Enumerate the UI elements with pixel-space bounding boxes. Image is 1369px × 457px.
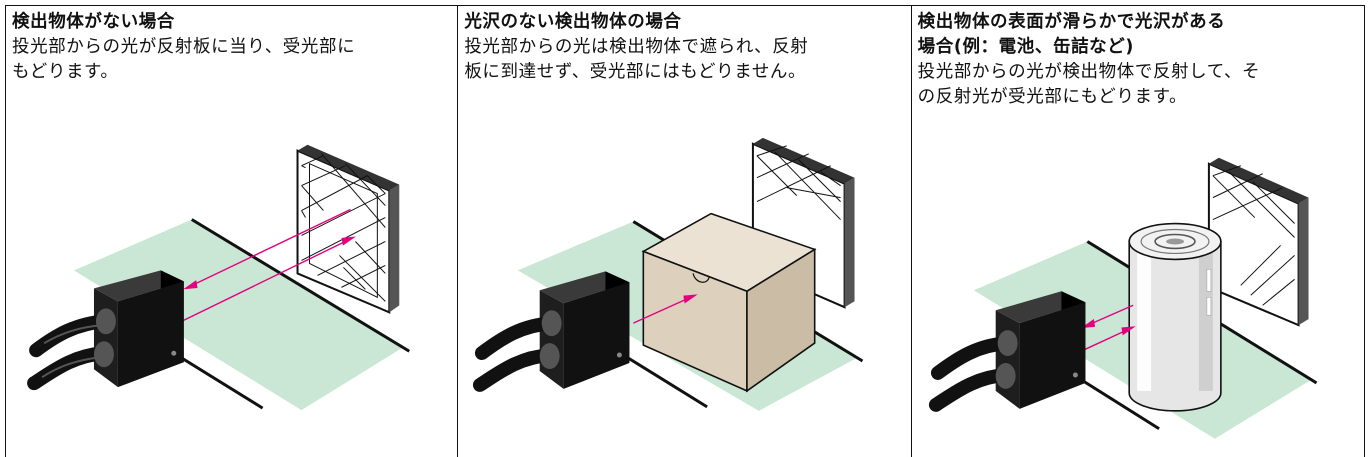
illustration-glossy-object: [928, 157, 1317, 439]
panel-title: 検出物体の表面が滑らかで光沢がある: [917, 12, 1226, 32]
tin-can-icon: [1128, 222, 1222, 412]
panel-title: 場合(例：電池、缶詰など): [917, 37, 1134, 57]
photoelectric-sensor-icon: [928, 291, 1086, 412]
floor: [74, 219, 404, 411]
reflector-panel-icon: [1207, 157, 1309, 327]
panel-description-line: 投光部からの光が検出物体で反射して、そ: [917, 62, 1261, 82]
panel-description-line: もどります。: [12, 62, 119, 82]
panel-description-line: の反射光が受光部にもどります。: [917, 87, 1188, 107]
cardboard-box-icon: [641, 212, 817, 393]
illustration-no-object: [27, 144, 411, 411]
panel-description-line: 投光部からの光が反射板に当り、受光部に: [12, 37, 356, 57]
panel-text: 検出物体がない場合 投光部からの光が反射板に当り、受光部に もどります。: [12, 10, 451, 85]
floor-edge-line: [190, 218, 411, 353]
panel-no-object: 検出物体がない場合 投光部からの光が反射板に当り、受光部に もどります。: [6, 6, 457, 457]
panel-text: 検出物体の表面が滑らかで光沢がある 場合(例：電池、缶詰など) 投光部からの光が…: [918, 10, 1358, 110]
light-beam: [633, 294, 698, 324]
panel-description-line: 投光部からの光は検出物体で遮られ、反射: [464, 37, 809, 57]
light-beam: [1080, 304, 1136, 352]
panel-matte-object: 光沢のない検出物体の場合 投光部からの光は検出物体で遮られ、反射 板に到達せず、…: [457, 6, 910, 457]
diagram-frame: 検出物体がない場合 投光部からの光が反射板に当り、受光部に もどります。: [5, 5, 1365, 457]
photoelectric-sensor-icon: [27, 270, 184, 391]
panel-text: 光沢のない検出物体の場合 投光部からの光は検出物体で遮られ、反射 板に到達せず、…: [464, 10, 904, 85]
reflector-panel-icon: [296, 144, 400, 314]
panel-title: 光沢のない検出物体の場合: [464, 12, 682, 32]
photoelectric-sensor-icon: [473, 271, 630, 392]
illustration-matte-object: [473, 137, 864, 411]
panel-glossy-object: 検出物体の表面が滑らかで光沢がある 場合(例：電池、缶詰など) 投光部からの光が…: [910, 6, 1364, 457]
panel-description-line: 板に到達せず、受光部にはもどりません。: [464, 62, 807, 82]
panel-title: 検出物体がない場合: [12, 12, 175, 32]
light-beam: [181, 208, 356, 322]
